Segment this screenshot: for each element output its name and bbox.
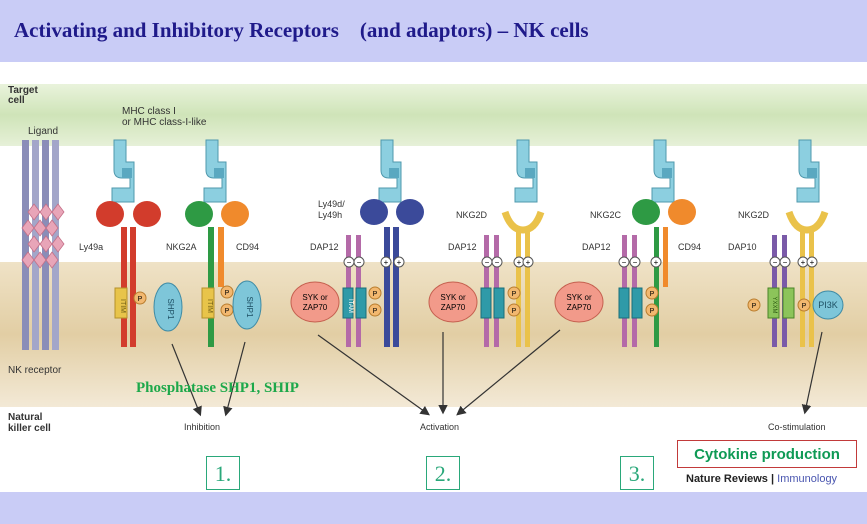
- minus-charge: [629, 256, 641, 268]
- costimulation-label: Co-stimulation: [768, 422, 826, 432]
- svg-text:P: P: [650, 291, 655, 298]
- svg-text:ITIM: ITIM: [206, 299, 213, 313]
- membrane-charges: −−++−−++−−+−−++: [343, 256, 818, 268]
- plus-charge: [393, 256, 405, 268]
- shp1-label: SHP1: [166, 299, 175, 320]
- mhc-ligand: [203, 139, 227, 203]
- phosphatase-note: Phosphatase SHP1, SHIP: [136, 380, 299, 396]
- mhc-ligand: [111, 139, 135, 203]
- dap12-label-2: DAP12: [448, 242, 477, 252]
- svg-text:P: P: [373, 291, 378, 298]
- charge-symbol: +: [654, 258, 659, 267]
- minus-charge: [491, 256, 503, 268]
- minus-charge: [353, 256, 365, 268]
- target-cell-membrane: [0, 84, 867, 146]
- ligand-bundle: [21, 140, 65, 350]
- ly49a-receptor: ITIM P SHP1: [96, 201, 183, 347]
- credit-separator: |: [767, 473, 778, 485]
- charge-symbol: +: [397, 258, 402, 267]
- dap10-label: DAP10: [728, 242, 757, 252]
- plus-charge: [380, 256, 392, 268]
- mhc-ligands: [111, 139, 820, 203]
- svg-text:SHP1: SHP1: [245, 297, 254, 318]
- nkg2d-label-2: NKG2D: [738, 210, 770, 220]
- itim-label: ITIM: [119, 299, 126, 313]
- cytokine-production-box: Cytokine production: [677, 440, 857, 468]
- svg-text:cell: cell: [8, 95, 25, 106]
- number-box-1: 1.: [206, 456, 240, 490]
- ly49a-label: Ly49a: [79, 242, 103, 252]
- plus-charge: [806, 256, 818, 268]
- number-box-3: 3.: [620, 456, 654, 490]
- journal-credit: Nature Reviews | Immunology: [686, 473, 837, 485]
- charge-symbol: +: [526, 258, 531, 267]
- mhc-ligand: [378, 139, 402, 203]
- signal-arrows: [171, 329, 823, 417]
- yxxm-label: YXXM: [771, 296, 777, 313]
- charge-symbol: −: [357, 258, 362, 267]
- charge-symbol: −: [633, 258, 638, 267]
- number-box-2: 2.: [426, 456, 460, 490]
- charge-symbol: −: [622, 258, 627, 267]
- svg-text:P: P: [650, 308, 655, 315]
- minus-charge: [618, 256, 630, 268]
- plus-charge: [650, 256, 662, 268]
- ligand-label: Ligand: [28, 126, 58, 137]
- nkg2d-label-1: NKG2D: [456, 210, 488, 220]
- svg-text:P: P: [802, 303, 807, 310]
- charge-symbol: −: [773, 258, 778, 267]
- nkg2d-dap10-receptor: YXXM P P PI3K: [747, 210, 844, 347]
- target-cell-label: Target: [8, 85, 38, 96]
- nkg2a-label: NKG2A: [166, 242, 197, 252]
- minus-charge: [779, 256, 791, 268]
- pi3k-label: PI3K: [818, 300, 838, 310]
- nk-receptor-label: NK receptor: [8, 365, 62, 376]
- charge-symbol: +: [384, 258, 389, 267]
- charge-symbol: −: [485, 258, 490, 267]
- cd94-label-1: CD94: [236, 242, 259, 252]
- dap12-label-1: DAP12: [310, 242, 339, 252]
- inhibition-label: Inhibition: [184, 422, 220, 432]
- p-label: P: [138, 296, 143, 303]
- nkg2a-cd94-receptor: ITIM P P SHP1: [185, 201, 262, 347]
- cd94-label-2: CD94: [678, 242, 701, 252]
- mhc-ligand: [796, 139, 820, 203]
- svg-text:P: P: [512, 291, 517, 298]
- slide-title: Activating and Inhibitory Receptors (and…: [14, 18, 589, 42]
- charge-symbol: −: [495, 258, 500, 267]
- nk-cell-membrane: [0, 262, 867, 407]
- plus-charge: [522, 256, 534, 268]
- ly49dh-label: Ly49d/Ly49h: [318, 199, 345, 220]
- nkg2c-label: NKG2C: [590, 210, 622, 220]
- svg-text:P: P: [225, 308, 230, 315]
- svg-text:P: P: [752, 303, 757, 310]
- dap12-label-3: DAP12: [582, 242, 611, 252]
- mhc-ligand: [514, 139, 538, 203]
- activation-label: Activation: [420, 422, 459, 432]
- journal-name: Nature Reviews: [686, 473, 768, 485]
- charge-symbol: +: [517, 258, 522, 267]
- svg-text:P: P: [225, 290, 230, 297]
- itam-label: ITAM: [347, 299, 353, 313]
- journal-subject: Immunology: [777, 473, 838, 485]
- charge-symbol: +: [810, 258, 815, 267]
- mhc-ligand: [651, 139, 675, 203]
- charge-symbol: +: [801, 258, 806, 267]
- svg-text:P: P: [373, 308, 378, 315]
- charge-symbol: −: [783, 258, 788, 267]
- charge-symbol: −: [347, 258, 352, 267]
- svg-text:P: P: [512, 308, 517, 315]
